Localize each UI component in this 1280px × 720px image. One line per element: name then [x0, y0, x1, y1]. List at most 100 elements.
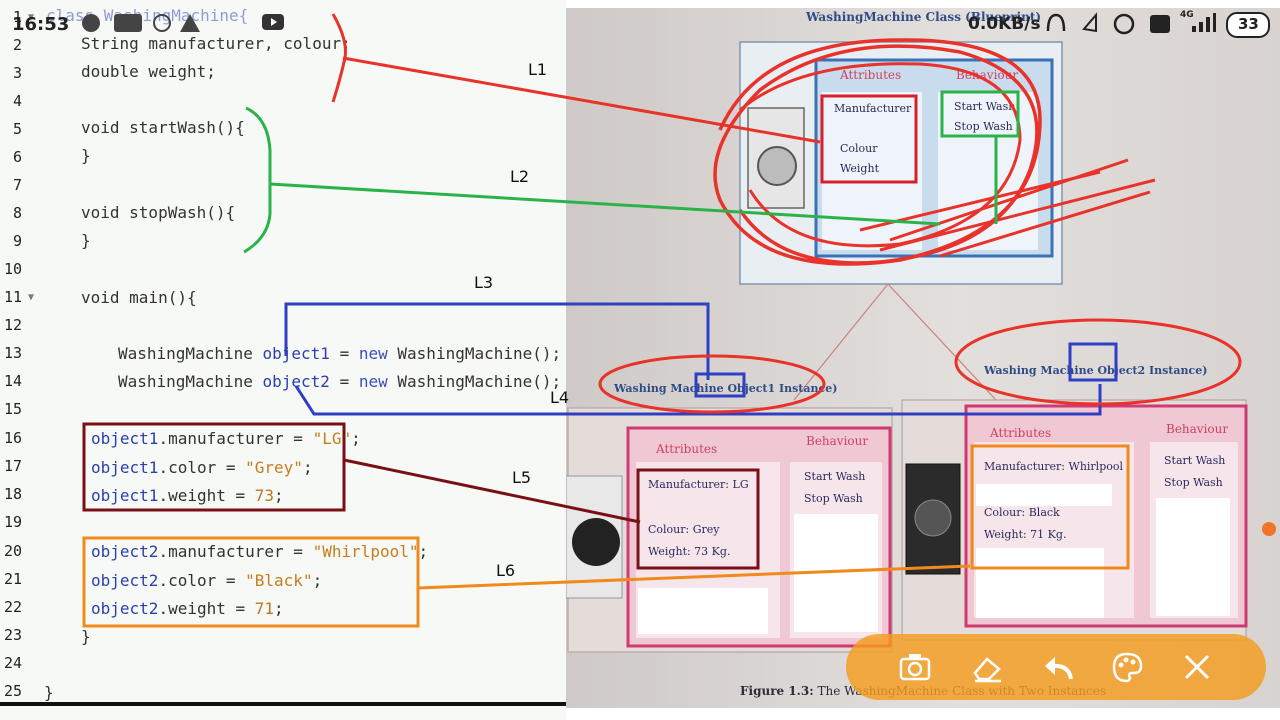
youtube-icon — [262, 14, 284, 30]
code-line[interactable]: double weight; — [81, 62, 216, 81]
code-line[interactable]: } — [81, 231, 91, 250]
status-time: 16:53 — [12, 14, 70, 35]
instance2-attribute: Manufacturer: Whirlpool — [984, 460, 1124, 473]
messenger-icon — [82, 14, 100, 32]
instance2-attribute: Weight: 71 Kg. — [984, 528, 1067, 541]
annotation-label: L2 — [510, 167, 530, 186]
undo-button[interactable] — [1034, 644, 1080, 690]
divider — [0, 702, 566, 706]
code-line[interactable]: void main(){ — [81, 288, 197, 307]
eraser-icon — [973, 657, 1001, 683]
mute-icon — [1082, 12, 1097, 33]
annotation-label: L4 — [550, 388, 570, 407]
annotation-toolbar — [846, 634, 1266, 700]
code-line[interactable]: object2.weight = 71; — [91, 599, 284, 618]
line-number: 5 — [12, 120, 22, 138]
instance2-behaviour: Stop Wash — [1164, 476, 1223, 489]
code-token: WashingMachine(); — [397, 372, 562, 391]
code-line[interactable]: WashingMachine object2 = new WashingMach… — [118, 372, 561, 391]
line-number: 11 — [3, 288, 22, 306]
code-line[interactable]: } — [81, 627, 91, 646]
class-behaviour-header: Behaviour — [956, 68, 1019, 82]
class-attribute: Manufacturer — [834, 102, 912, 115]
code-line[interactable]: void startWash(){ — [81, 118, 245, 137]
instance2-behaviour-header: Behaviour — [1166, 422, 1229, 436]
white-patch — [794, 514, 878, 632]
code-token: WashingMachine(); — [397, 344, 562, 363]
code-token: object2 — [262, 372, 330, 391]
line-number: 1 — [12, 8, 22, 26]
white-patch — [638, 588, 768, 634]
code-token: = — [339, 372, 350, 391]
caption-prefix: Washing Machine — [614, 382, 724, 395]
close-button[interactable] — [1174, 644, 1220, 690]
code-line[interactable]: } — [81, 146, 91, 165]
line-number: 24 — [3, 654, 22, 672]
code-line[interactable]: } — [44, 683, 54, 702]
line-number: 12 — [3, 316, 22, 334]
code-token: .weight = — [158, 599, 255, 618]
code-token: .weight = — [158, 486, 255, 505]
code-line[interactable]: object1.weight = 73; — [91, 486, 284, 505]
line-number: 17 — [3, 457, 22, 475]
code-token: object1 — [91, 429, 159, 448]
line-number: 13 — [3, 344, 22, 362]
code-line[interactable]: void stopWash(){ — [81, 203, 236, 222]
code-token: ; — [274, 599, 284, 618]
fold-arrow-icon[interactable]: ▼ — [28, 12, 35, 23]
caption-suffix: Instance) — [778, 382, 838, 395]
color-picker-button[interactable] — [1104, 644, 1150, 690]
code-token: .color = — [158, 458, 246, 477]
line-number: 19 — [3, 513, 22, 531]
notification-icons — [82, 14, 200, 32]
status-bar: 16:53 0.0KB/s 4G 33 — [0, 0, 1280, 48]
line-number: 22 — [3, 598, 22, 616]
line-number: 18 — [3, 485, 22, 503]
code-line[interactable]: object2.manufacturer = "Whirlpool"; — [91, 542, 428, 561]
screenshot-button[interactable] — [892, 644, 938, 690]
caption-label: Figure 1.3: — [740, 684, 814, 698]
code-token: 71 — [254, 599, 275, 618]
class-title: WashingMachine Class (Blueprint) — [806, 10, 1042, 24]
palette-icon — [1112, 652, 1143, 683]
line-number: 9 — [12, 232, 22, 250]
code-token: ; — [351, 429, 361, 448]
instance2-behaviour: Start Wash — [1164, 454, 1226, 467]
white-patch — [976, 484, 1112, 506]
code-token: "Whirlpool" — [312, 542, 419, 561]
machine-door — [757, 146, 797, 186]
annotation-label: L1 — [528, 60, 548, 79]
line-number: 3 — [12, 64, 22, 82]
code-token: ; — [302, 458, 313, 477]
code-line[interactable]: object1.color = "Grey"; — [91, 458, 313, 477]
lg-machine-door — [572, 518, 620, 566]
network-type: 4G — [1180, 10, 1194, 20]
code-line[interactable]: WashingMachine object1 = new WashingMach… — [118, 344, 561, 363]
book-diagram — [566, 41, 1248, 653]
code-token: = — [339, 344, 350, 363]
line-number: 20 — [3, 542, 22, 560]
code-token: object2 — [91, 599, 159, 618]
code-line[interactable]: object1.manufacturer = "LG"; — [91, 429, 361, 448]
system-icons — [1046, 12, 1170, 35]
code-editor[interactable]: 1 2 3 4 5 6 7 8 9 10 11 12 13 14 15 16 1… — [0, 0, 566, 720]
edge-handle[interactable] — [1262, 522, 1276, 536]
close-icon — [1184, 654, 1210, 680]
instance1-behaviour: Start Wash — [804, 470, 866, 483]
code-line[interactable]: object2.color = "Black"; — [91, 571, 322, 590]
class-behaviour: Stop Wash — [954, 120, 1013, 133]
code-token: new — [358, 344, 388, 363]
class-behaviour-panel — [938, 92, 1038, 250]
line-number: 2 — [12, 36, 22, 54]
textbook-photo: WashingMachine Class (Blueprint) Attribu… — [566, 8, 1280, 708]
code-token: ; — [274, 486, 284, 505]
fold-arrow-icon[interactable]: ▼ — [28, 292, 35, 303]
instance2-attribute: Colour: Black — [984, 506, 1060, 519]
caption-prefix: Washing Machine — [984, 364, 1094, 377]
line-number: 15 — [3, 400, 22, 418]
code-token: "Black" — [245, 571, 313, 590]
camera-icon — [899, 654, 931, 681]
line-number: 10 — [3, 260, 22, 278]
alarm-icon — [1113, 13, 1135, 35]
eraser-button[interactable] — [964, 644, 1010, 690]
